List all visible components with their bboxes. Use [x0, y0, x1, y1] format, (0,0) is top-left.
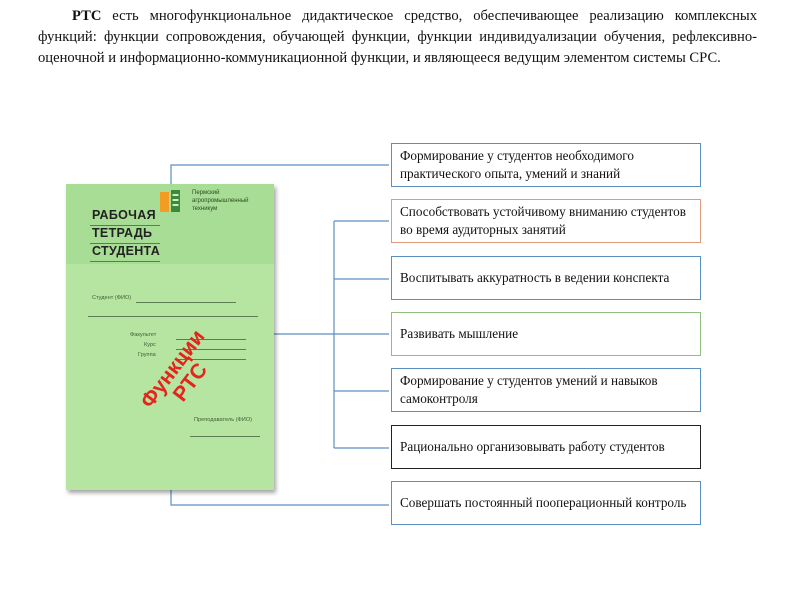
cover-title-line-1: РАБОЧАЯ [92, 208, 156, 222]
cover-title-line-2: ТЕТРАДЬ [92, 226, 153, 240]
faculty-label: Факультет [130, 332, 157, 338]
faculty-field-line [176, 339, 246, 340]
function-text: Формирование у студентов умений и навыко… [400, 373, 658, 406]
intro-paragraph: РТС есть многофункциональное дидактическ… [38, 6, 757, 69]
college-name: Пермский агропромышленный техникум [192, 190, 249, 212]
function-box-6: Рационально организовывать работу студен… [391, 425, 701, 469]
function-box-7: Совершать постоянный пооперационный конт… [391, 481, 701, 525]
functions-stamp: Функции РТС [104, 283, 260, 469]
function-box-2: Способствовать устойчивому вниманию студ… [391, 199, 701, 243]
course-field-line [176, 349, 246, 350]
function-text: Способствовать устойчивому вниманию студ… [400, 204, 686, 237]
intro-lead: РТС [72, 8, 102, 24]
book-logo-icon [160, 190, 180, 212]
student-label: Студент (ФИО) [92, 295, 132, 301]
group-label: Группа [138, 352, 156, 358]
intro-text: есть многофункциональное дидактическое с… [38, 8, 757, 66]
workbook-cover: Пермский агропромышленный техникум РАБОЧ… [66, 184, 274, 490]
stamp-line-2: РТС [168, 358, 213, 406]
student-field-line [136, 302, 236, 303]
connector-7 [170, 490, 389, 506]
course-label: Курс [144, 342, 156, 348]
stamp-line-1: Функции [136, 325, 210, 413]
cover-top-band [66, 184, 274, 264]
function-text: Рационально организовывать работу студен… [400, 439, 665, 454]
function-box-1: Формирование у студентов необходимого пр… [391, 143, 701, 187]
function-box-5: Формирование у студентов умений и навыко… [391, 368, 701, 412]
title-underline-2 [90, 243, 160, 244]
function-text: Формирование у студентов необходимого пр… [400, 148, 634, 181]
teacher-field-line [190, 436, 260, 437]
function-text: Воспитывать аккуратность в ведении консп… [400, 270, 670, 285]
cover-title-line-3: СТУДЕНТА [92, 244, 161, 258]
function-text: Совершать постоянный пооперационный конт… [400, 495, 687, 510]
function-box-3: Воспитывать аккуратность в ведении консп… [391, 256, 701, 300]
title-underline-1 [90, 225, 160, 226]
cover-divider [88, 316, 258, 317]
function-box-4: Развивать мышление [391, 312, 701, 356]
group-field-line [176, 359, 246, 360]
function-text: Развивать мышление [400, 326, 519, 341]
teacher-label: Преподаватель (ФИО) [194, 417, 253, 423]
connector-1 [170, 164, 389, 184]
title-underline-3 [90, 261, 160, 262]
